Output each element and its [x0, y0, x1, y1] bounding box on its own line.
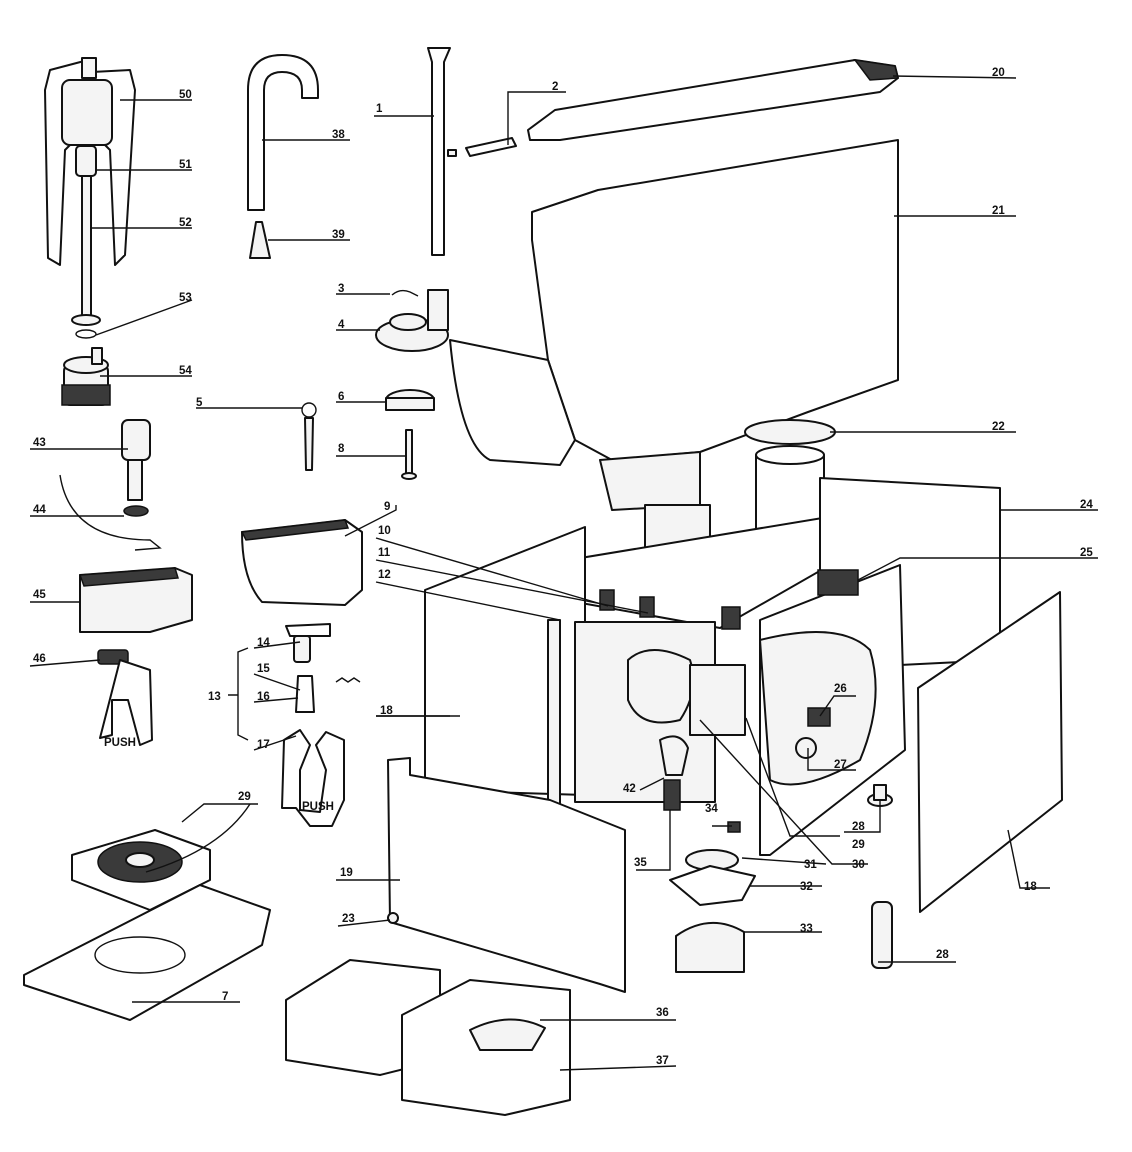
callout-2: 2	[552, 81, 558, 93]
part-38-pipe	[247, 54, 319, 259]
part-45-tray	[78, 567, 193, 633]
part-43-knob	[59, 419, 162, 551]
frame-chassis	[424, 477, 1001, 856]
part-1-rod	[427, 47, 517, 256]
part-54-motor-coupling	[61, 347, 111, 406]
callout-42: 42	[623, 783, 636, 795]
callout-44: 44	[33, 504, 46, 516]
callout-8: 8	[338, 443, 345, 455]
part-19-front-panel	[387, 757, 626, 993]
part-51-52-53-rod	[71, 145, 101, 339]
callout-1: 1	[376, 103, 383, 115]
part-50-bracket	[44, 57, 136, 266]
part-29-fan	[71, 829, 211, 911]
callout-21: 21	[992, 205, 1005, 217]
part-5-screw	[301, 402, 317, 471]
callout-51: 51	[179, 159, 192, 171]
part-46-push-lever: PUSH	[97, 649, 153, 749]
push-stamp-1: PUSH	[104, 737, 136, 749]
callout-4: 4	[338, 319, 345, 331]
part-18-side-panel-right	[917, 591, 1063, 913]
callout-3: 3	[338, 283, 344, 295]
callout-7: 7	[222, 991, 228, 1003]
compressor-small-parts	[659, 707, 893, 973]
callout-6: 6	[338, 391, 344, 403]
callout-22: 22	[992, 421, 1005, 433]
callout-14: 14	[257, 637, 270, 649]
callout-45: 45	[33, 589, 46, 601]
callout-24: 24	[1080, 499, 1093, 511]
callout-46: 46	[33, 653, 46, 665]
part-20-lid	[527, 58, 899, 141]
callout-43: 43	[33, 437, 46, 449]
callout-50: 50	[179, 89, 192, 101]
callout-52: 52	[179, 217, 192, 229]
callout-31: 31	[804, 859, 817, 871]
part-14-17-valve-group: PUSH	[281, 623, 361, 827]
part-28-foot	[871, 901, 893, 969]
callout-36: 36	[656, 1007, 669, 1019]
callout-20: 20	[992, 67, 1005, 79]
callout-28-lower: 28	[936, 949, 949, 961]
callout-5: 5	[196, 397, 203, 409]
callout-18-left: 18	[380, 705, 393, 717]
callout-10: 10	[378, 525, 391, 537]
part-21-bowl	[449, 139, 899, 551]
part-23-screw	[387, 912, 399, 924]
callout-23: 23	[342, 913, 355, 925]
callout-38: 38	[332, 129, 345, 141]
callout-37: 37	[656, 1055, 669, 1067]
part-8-pin	[401, 429, 417, 480]
callout-9: 9	[384, 501, 390, 513]
callout-12: 12	[378, 569, 391, 581]
part-7-base-plate	[23, 884, 271, 1021]
callout-15: 15	[257, 663, 270, 675]
callout-34: 34	[705, 803, 718, 815]
part-6-impeller	[385, 389, 435, 411]
push-stamp-2: PUSH	[302, 801, 334, 813]
callout-30: 30	[852, 859, 865, 871]
callout-19: 19	[340, 867, 353, 879]
callout-25: 25	[1080, 547, 1093, 559]
callout-13: 13	[208, 691, 221, 703]
callout-32: 32	[800, 881, 813, 893]
part-3-4-valve-cap	[375, 289, 449, 352]
leader-lines	[29, 75, 1098, 1071]
callout-29-fan: 29	[238, 791, 251, 803]
callout-26: 26	[834, 683, 847, 695]
callout-39: 39	[332, 229, 345, 241]
part-36-37-drip-tray	[285, 959, 571, 1116]
callout-17: 17	[257, 739, 270, 751]
part-9-cover	[240, 519, 363, 606]
callout-35: 35	[634, 857, 647, 869]
callout-28-upper: 28	[852, 821, 865, 833]
callout-54: 54	[179, 365, 192, 377]
callout-11: 11	[378, 547, 391, 559]
callout-33: 33	[800, 923, 813, 935]
callout-labels: 50 51 52 53 54 43 44 45 46 38 39 1 2 3 4…	[33, 67, 1093, 1067]
callout-18-right: 18	[1024, 881, 1037, 893]
callout-29-frame: 29	[852, 839, 865, 851]
callout-16: 16	[257, 691, 270, 703]
callout-27: 27	[834, 759, 847, 771]
callout-53: 53	[179, 292, 192, 304]
